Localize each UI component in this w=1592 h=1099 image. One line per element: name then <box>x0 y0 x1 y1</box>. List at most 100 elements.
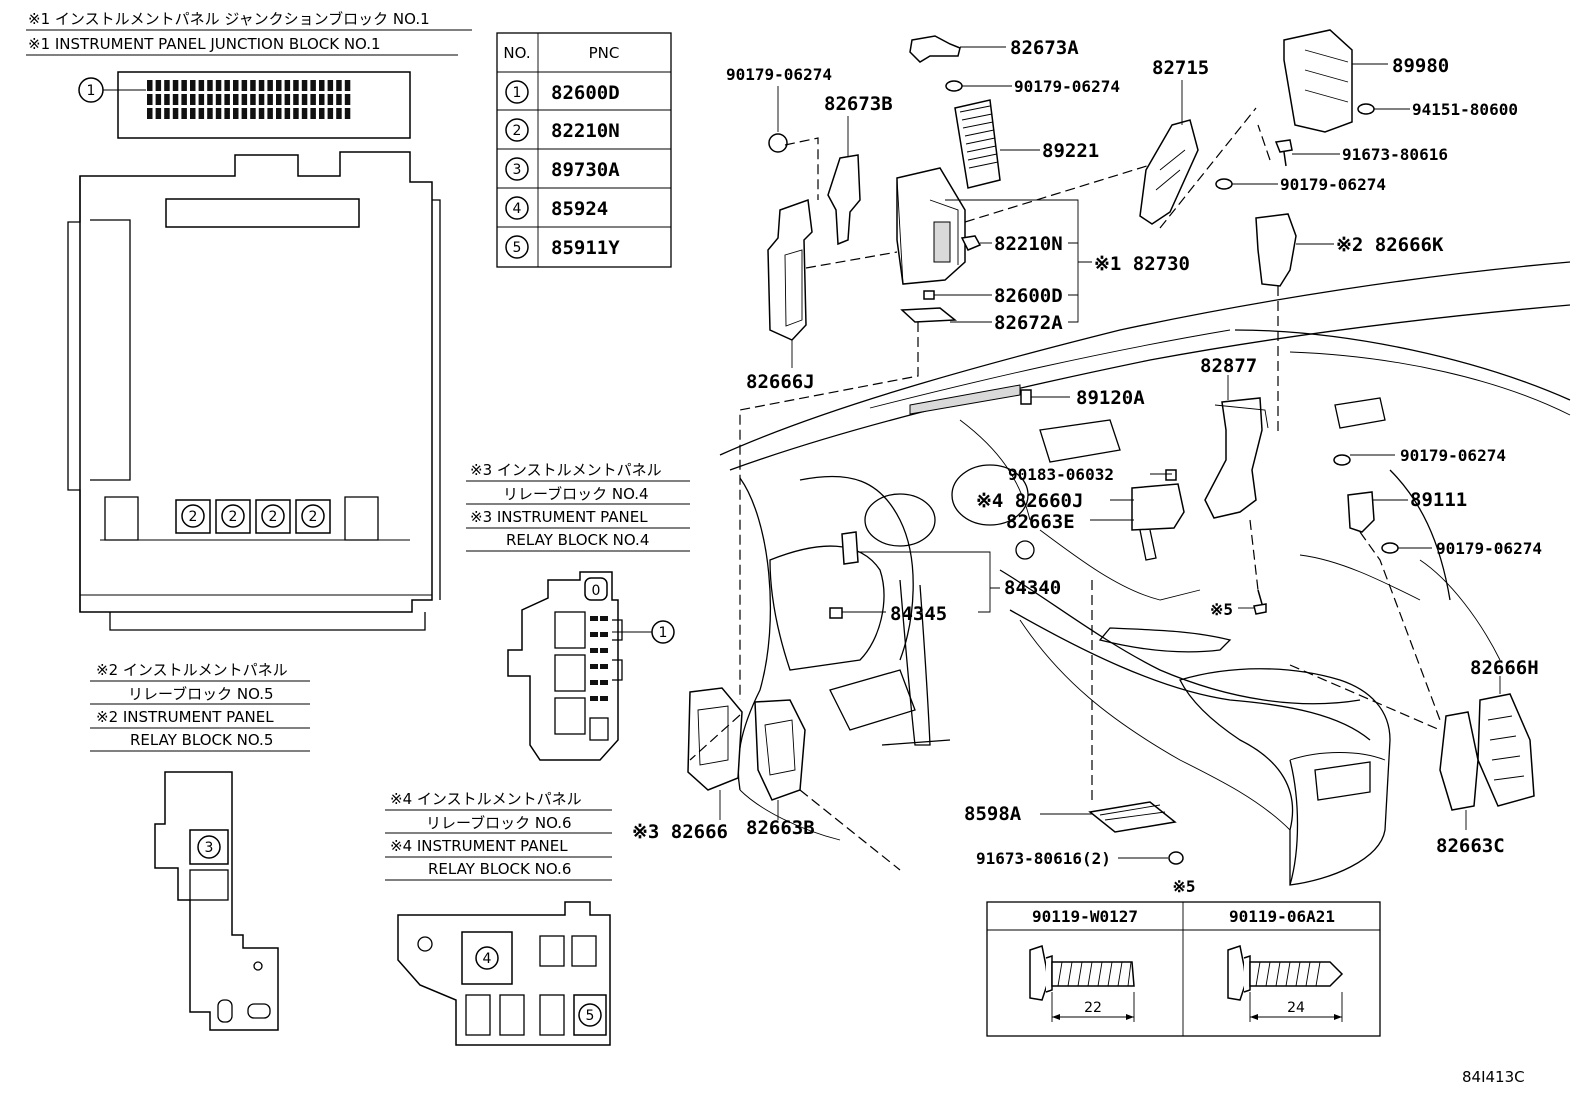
jb1-fuse <box>310 80 316 91</box>
relay-block-no6-section: ※4 インストルメントパネル リレーブロック NO.6 ※4 INSTRUMEN… <box>385 790 612 1046</box>
part-84340-shape <box>841 531 859 565</box>
defroster-vent <box>909 384 1021 415</box>
jb1-fuse <box>276 80 282 91</box>
rb5-callout-3: 3 <box>205 840 214 856</box>
label-8598A: 8598A <box>964 803 1022 825</box>
caption-rb6-jp2: リレーブロック NO.6 <box>426 814 572 832</box>
bolt-table: ※5 90119-W0127 90119-06A21 22 <box>986 877 1381 1037</box>
jb1-fuse <box>155 80 162 91</box>
jb1-fuse <box>301 108 308 119</box>
rb6-relay-4 <box>461 931 513 985</box>
jb1-fuse <box>207 94 213 105</box>
label-91673-80616: 91673-80616 <box>1342 145 1448 164</box>
relay-block-no4-section: ※3 インストルメントパネル リレーブロック NO.4 ※3 INSTRUMEN… <box>466 461 690 761</box>
jb1-body <box>79 151 433 613</box>
jb1-fuse <box>241 108 248 119</box>
callout-2d-label: 2 <box>309 509 318 525</box>
callout-2b-label: 2 <box>229 509 238 525</box>
caption-rb6-en1: ※4 INSTRUMENT PANEL <box>390 837 568 855</box>
jb1-fuse <box>258 94 265 105</box>
jb1-fuse <box>207 80 213 91</box>
caption-rb4-en2: RELAY BLOCK NO.4 <box>506 531 649 549</box>
jb1-fuse <box>164 108 170 119</box>
label-89120A: 89120A <box>1076 387 1145 409</box>
bolt-22-drawing: 22 <box>1029 945 1135 1022</box>
part-82730-shape <box>896 167 966 285</box>
jb1-fuse <box>190 94 196 105</box>
rb4-fuse <box>590 696 598 701</box>
pnc-row-4: 4 85924 <box>505 196 608 220</box>
label-82666K: ※2 82666K <box>1336 234 1444 256</box>
side-vent-right <box>1334 397 1386 429</box>
label-84345: 84345 <box>890 603 947 625</box>
label-89111: 89111 <box>1410 489 1467 511</box>
jb1-fuse <box>155 94 162 105</box>
label-89221: 89221 <box>1042 140 1099 162</box>
parts-shapes <box>687 29 1535 865</box>
jb1-fuse <box>172 94 179 105</box>
rb4-fuses <box>590 616 608 701</box>
rb4-relay-a <box>554 611 586 649</box>
label-82672A: 82672A <box>994 312 1063 334</box>
nut-94151 <box>1357 103 1375 115</box>
jb1-fuse <box>233 94 239 105</box>
rb4-fuse <box>590 632 598 637</box>
rb4-fuse <box>600 616 608 621</box>
jb1-fuse <box>293 108 299 119</box>
jb1-fuse <box>284 80 291 91</box>
figure-code: 84I413C <box>1462 1068 1525 1086</box>
bolt-col2-part: 90119-06A21 <box>1229 907 1335 926</box>
pnc-row-2-no: 2 <box>513 123 522 139</box>
part-89980-shape <box>1283 29 1353 133</box>
nut-90179-d <box>1333 454 1351 466</box>
label-82666: ※3 82666 <box>632 821 728 843</box>
jb1-fuse <box>250 108 256 119</box>
part-82673B-shape <box>827 154 861 246</box>
bolt-table-title: ※5 <box>1172 877 1195 896</box>
jb1-fuse <box>327 94 334 105</box>
caption-rb5-jp1: ※2 インストルメントパネル <box>96 661 288 679</box>
jb1-fuse <box>164 94 170 105</box>
bolt-col1-len: 22 <box>1084 1000 1102 1016</box>
callout-1-jb1-label: 1 <box>87 83 96 99</box>
relay-block-no5-section: ※2 インストルメントパネル リレーブロック NO.5 ※2 INSTRUMEN… <box>90 661 310 1031</box>
rb4-fuse <box>590 616 598 621</box>
steering-column <box>899 579 931 746</box>
part-82715-shape <box>1139 119 1199 225</box>
jb1-fuse <box>241 94 248 105</box>
label-90179-right: 90179-06274 <box>1280 175 1386 194</box>
label-82666H: 82666H <box>1470 657 1539 679</box>
rb6-callout-5: 5 <box>586 1008 595 1024</box>
jb1-fuse <box>190 80 196 91</box>
caption-rb4-jp1: ※3 インストルメントパネル <box>470 461 662 479</box>
jb1-fuse <box>181 108 187 119</box>
part-82666K-shape <box>1255 213 1297 287</box>
jb1-fuse <box>310 108 316 119</box>
jb1-fuse <box>344 94 351 105</box>
pnc-row-5-no: 5 <box>513 240 522 256</box>
label-82663B: 82663B <box>746 817 815 839</box>
part-82877-shape <box>1204 397 1263 519</box>
label-82715: 82715 <box>1152 57 1209 79</box>
pnc-row-1-code: 82600D <box>551 82 620 104</box>
rb4-relay-c <box>554 697 586 735</box>
bolt-24-drawing: 24 <box>1227 945 1344 1022</box>
pnc-row-4-code: 85924 <box>551 198 608 220</box>
pnc-row-5-code: 85911Y <box>551 237 620 259</box>
callout-2a-label: 2 <box>189 509 198 525</box>
rb4-fuse <box>600 664 608 669</box>
part-labels: 82673A 90179-06274 90179-06274 82673B 89… <box>632 37 1542 868</box>
jb1-fuse <box>250 94 256 105</box>
jb1-fuse <box>276 94 282 105</box>
pnc-header-pnc: PNC <box>589 44 620 62</box>
label-90179-left: 90179-06274 <box>726 65 832 84</box>
nut-90179-a <box>945 80 963 92</box>
jb1-fuse <box>241 80 248 91</box>
label-82673B: 82673B <box>824 93 893 115</box>
jb1-fuse <box>172 108 179 119</box>
jb1-fuse <box>344 80 351 91</box>
part-82672A-shape <box>900 307 958 323</box>
rb4-fuse <box>600 632 608 637</box>
jb1-fuse <box>147 80 153 91</box>
